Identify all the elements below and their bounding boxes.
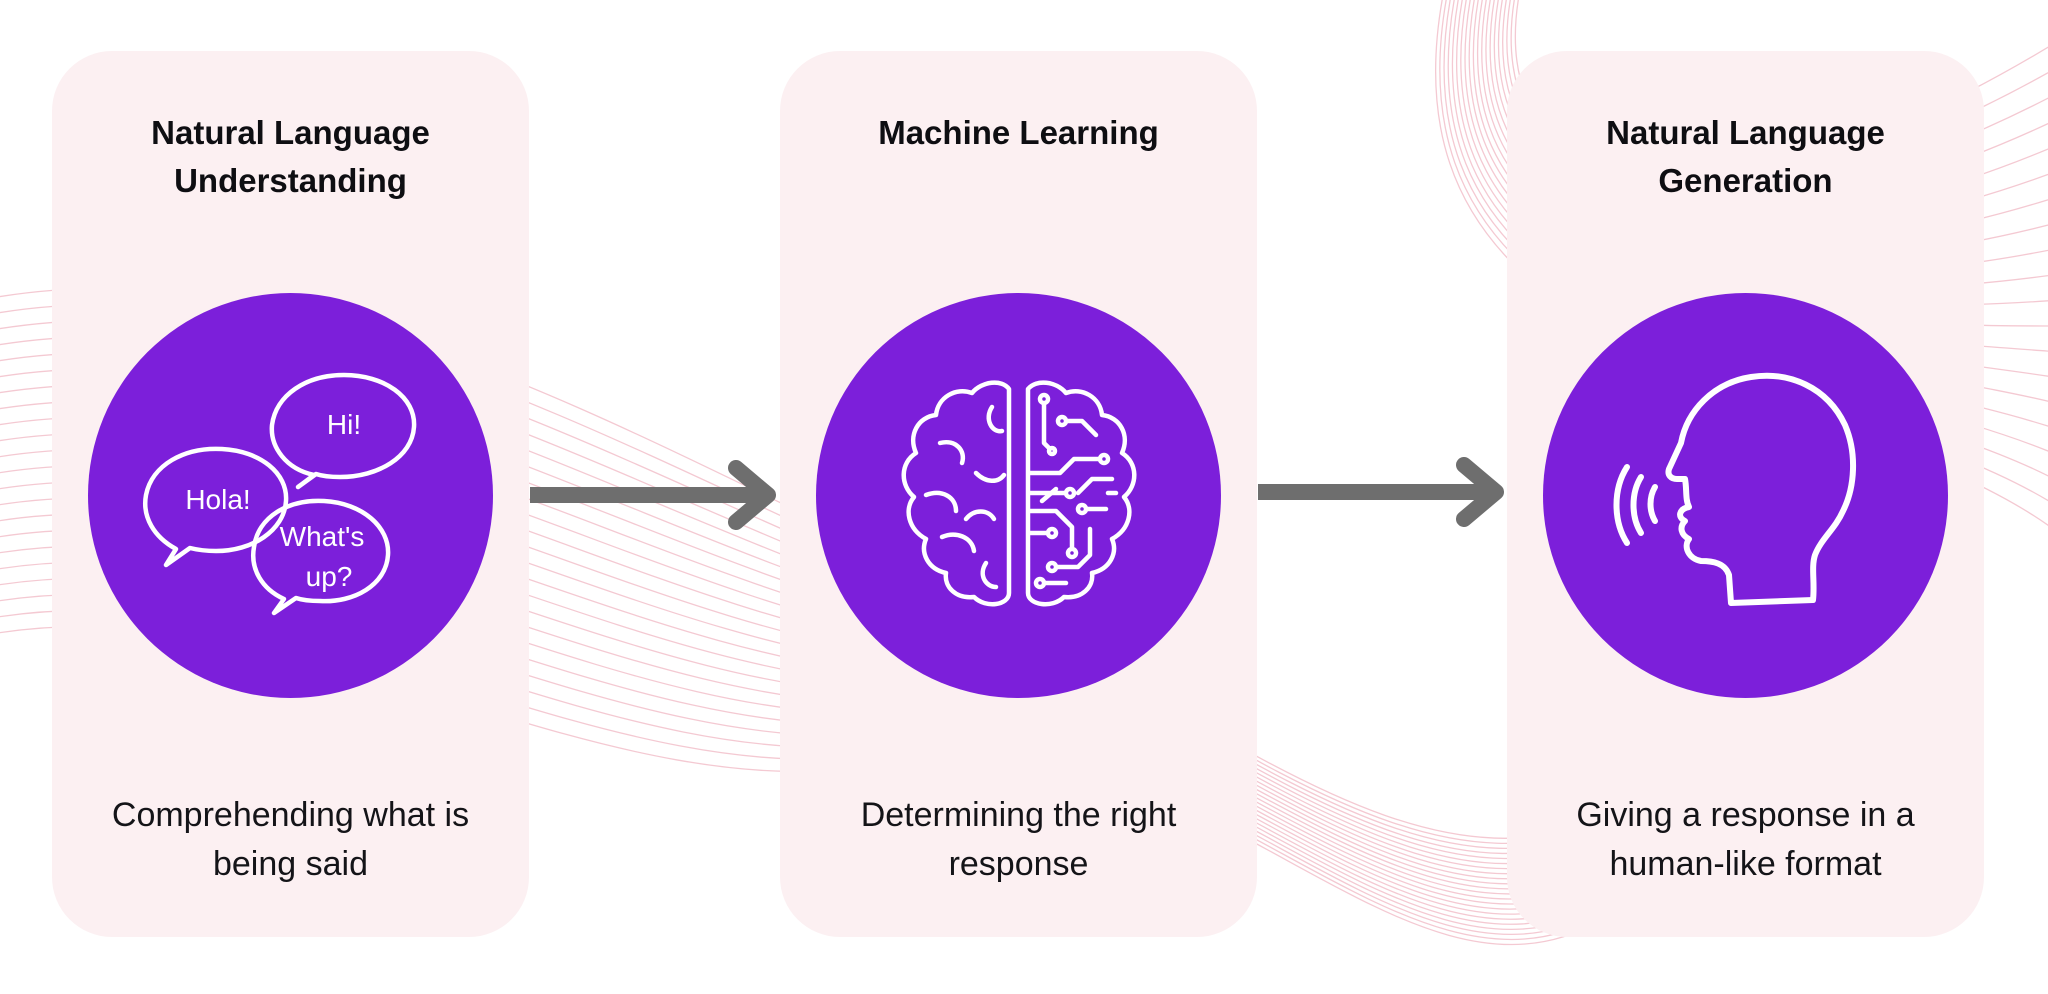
stage-title: Machine Learning xyxy=(878,114,1159,151)
speech-bubble-hi xyxy=(269,372,417,490)
stage-card-nlu: Natural Language Understanding Hi! Hola!… xyxy=(52,51,529,937)
stage-description: Giving a response in a human-like format xyxy=(1576,796,1915,883)
stage-description: Comprehending what is being said xyxy=(111,796,470,883)
stage-description: Determining the right response xyxy=(860,796,1177,883)
brain-left-hemisphere xyxy=(901,380,1012,607)
right-arrow-icon xyxy=(530,460,776,530)
sound-wave-large xyxy=(1613,464,1630,546)
bubble-text-hola: Hola! xyxy=(185,484,250,515)
speech-bubble-hola xyxy=(143,446,289,568)
speech-bubbles-icon: Hi! Hola! What's up? xyxy=(143,372,417,616)
right-arrow-icon xyxy=(1258,457,1504,527)
bubble-text-whats: What's xyxy=(280,521,365,552)
sound-wave-small xyxy=(1647,484,1658,524)
stage-icon-circle xyxy=(1543,293,1948,698)
stage-title: Natural Language Generation xyxy=(1606,114,1885,199)
head-profile xyxy=(1665,372,1856,606)
sound-wave-medium xyxy=(1630,474,1644,536)
stage-card-ml: Machine Learning xyxy=(780,51,1257,937)
bubble-text-hi: Hi! xyxy=(327,409,361,440)
brain-right-hemisphere xyxy=(1025,380,1137,607)
stage-icon-circle xyxy=(816,293,1221,698)
stage-icon-circle: Hi! Hola! What's up? xyxy=(88,293,493,698)
stage-card-nlg: Natural Language Generation Giving a res… xyxy=(1507,51,1984,937)
circuit-brain-icon xyxy=(901,380,1137,607)
speech-bubble-whats-up xyxy=(251,498,391,616)
bubble-text-up: up? xyxy=(306,561,353,592)
speaking-head-icon xyxy=(1613,372,1856,606)
stage-title: Natural Language Understanding xyxy=(151,114,430,199)
